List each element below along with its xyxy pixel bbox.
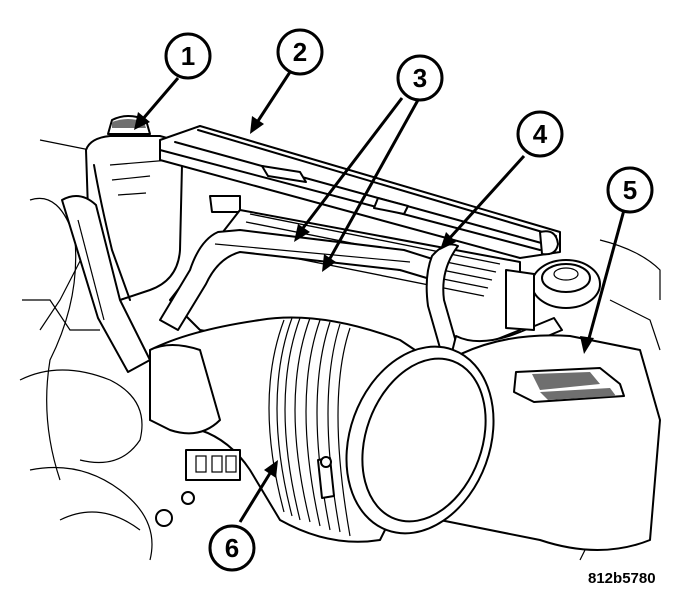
leader-6 [238, 469, 274, 523]
callout-3: 3 [396, 54, 444, 102]
callout-6: 6 [208, 524, 256, 572]
callout-6-number: 6 [225, 533, 239, 563]
upper-radiator-hose [159, 229, 443, 331]
leader-2 [254, 71, 292, 125]
leader-5 [586, 209, 626, 343]
callout-2-number: 2 [293, 37, 307, 67]
callout-5: 5 [606, 166, 654, 214]
leader-5-arrowhead [580, 336, 594, 354]
callout-5-number: 5 [623, 175, 637, 205]
callout-4-number: 4 [533, 119, 548, 149]
leader-4-arrowhead [440, 232, 456, 250]
callout-4: 4 [516, 110, 564, 158]
leader-2-arrowhead [250, 116, 264, 134]
callout-2: 2 [276, 28, 324, 76]
air-intake-tube [149, 316, 495, 543]
leader-3a [298, 97, 404, 233]
figure-code: 812b5780 [588, 570, 656, 587]
callout-3-number: 3 [413, 63, 427, 93]
leader-6-arrowhead [264, 460, 278, 478]
leader-1 [140, 77, 180, 121]
lower-left-hose [61, 195, 151, 373]
leader-3b-arrowhead [322, 254, 336, 272]
pressure-cap [505, 259, 601, 331]
callout-1: 1 [164, 32, 212, 80]
leader-4 [446, 154, 526, 242]
leader-1-arrowhead [134, 112, 150, 130]
leader-3b [326, 99, 420, 263]
leader-3a-arrowhead [294, 224, 310, 242]
callout-leaders [134, 71, 626, 523]
callout-1-number: 1 [181, 41, 195, 71]
